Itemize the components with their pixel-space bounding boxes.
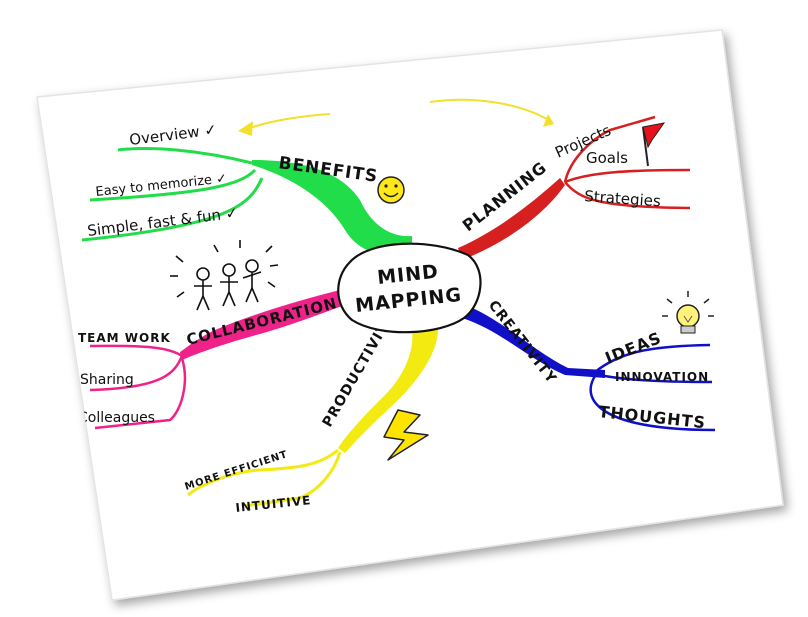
creativity-line-thoughts bbox=[589, 375, 716, 432]
benefits-branch bbox=[252, 160, 412, 255]
collaboration-item-teamwork: TEAM WORK bbox=[78, 331, 171, 345]
planning-item-goals: Goals bbox=[586, 149, 628, 167]
planning-line-goals bbox=[564, 168, 691, 184]
creativity-branch bbox=[462, 305, 605, 378]
planning-line-strategies bbox=[564, 181, 691, 210]
collaboration-line-colleagues bbox=[94, 357, 187, 430]
lightbulb-icon bbox=[662, 291, 714, 334]
lightning-icon bbox=[383, 409, 429, 461]
smiley-icon bbox=[377, 176, 405, 204]
arrow-icon bbox=[238, 98, 554, 136]
creativity-item-innovation: INNOVATION bbox=[615, 370, 709, 384]
center-bubble bbox=[337, 242, 482, 334]
flag-icon bbox=[642, 122, 666, 167]
benefits-line-memorize bbox=[89, 168, 257, 202]
productivity-branch bbox=[338, 322, 439, 453]
collaboration-item-sharing: Sharing bbox=[80, 372, 134, 388]
collaboration-branch bbox=[180, 290, 345, 360]
planning-branch bbox=[458, 178, 565, 260]
productivity-line-efficient bbox=[187, 448, 339, 497]
collaboration-line-teamwork bbox=[89, 344, 183, 358]
productivity-line-intuitive bbox=[244, 451, 342, 508]
planning-item-strategies: Strategies bbox=[584, 187, 662, 210]
creativity-line-ideas bbox=[594, 343, 711, 373]
collaboration-item-colleagues: Colleagues bbox=[78, 410, 155, 426]
benefits-line-simple bbox=[81, 177, 264, 242]
stick-figures-icon bbox=[170, 240, 279, 311]
creativity-line-innovation bbox=[594, 372, 713, 384]
planning-line-projects bbox=[563, 115, 656, 183]
collaboration-line-sharing bbox=[89, 355, 184, 392]
benefits-line-overview bbox=[117, 147, 253, 165]
